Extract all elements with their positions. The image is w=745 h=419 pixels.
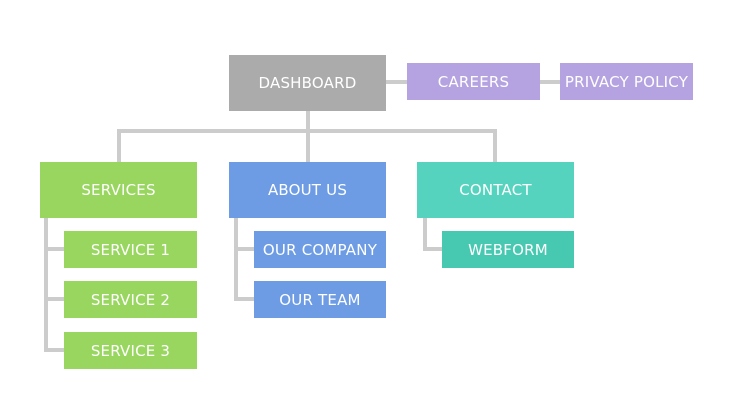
node-privacy-policy[interactable]: PRIVACY POLICY [560, 63, 693, 100]
node-label: DASHBOARD [258, 74, 357, 92]
node-webform[interactable]: WEBFORM [442, 231, 574, 268]
node-label: SERVICES [81, 181, 156, 199]
node-label: SERVICE 3 [90, 341, 171, 360]
node-label: WEBFORM [468, 240, 548, 259]
node-label: CAREERS [437, 72, 510, 91]
node-our-team[interactable]: OUR TEAM [254, 281, 386, 318]
node-careers[interactable]: CAREERS [407, 63, 540, 100]
node-our-company[interactable]: OUR COMPANY [254, 231, 386, 268]
node-label: SERVICE 2 [90, 290, 171, 309]
node-label: ABOUT US [267, 181, 348, 199]
node-services[interactable]: SERVICES [40, 162, 197, 218]
node-label: OUR COMPANY [262, 240, 378, 259]
node-contact[interactable]: CONTACT [417, 162, 574, 218]
node-about-us[interactable]: ABOUT US [229, 162, 386, 218]
node-label: SERVICE 1 [90, 240, 171, 259]
node-label: PRIVACY POLICY [564, 72, 689, 91]
node-service-1[interactable]: SERVICE 1 [64, 231, 197, 268]
node-service-3[interactable]: SERVICE 3 [64, 332, 197, 369]
node-dashboard[interactable]: DASHBOARD [229, 55, 386, 111]
node-label: OUR TEAM [279, 290, 361, 309]
node-service-2[interactable]: SERVICE 2 [64, 281, 197, 318]
node-label: CONTACT [459, 181, 532, 199]
